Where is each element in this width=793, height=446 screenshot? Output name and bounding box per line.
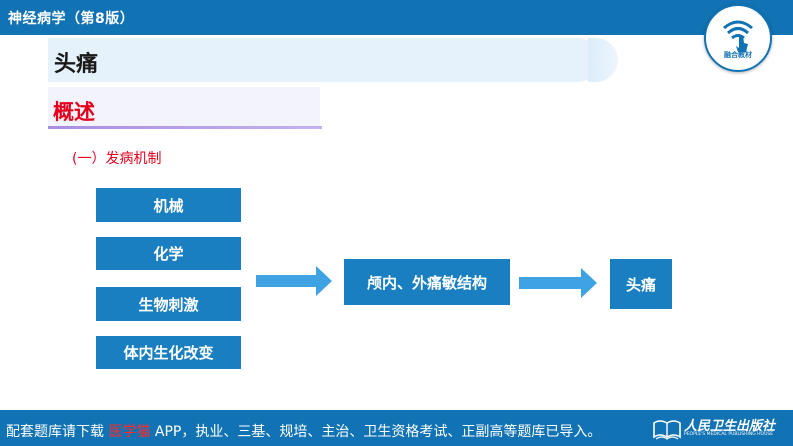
- cause-box-biochemical: 体内生化改变: [96, 336, 241, 369]
- open-book-icon: [653, 420, 681, 440]
- cause-box-mechanical: 机械: [96, 188, 241, 222]
- headache-result-box: 头痛: [610, 259, 672, 309]
- section-underline: [48, 126, 322, 129]
- cause-label: 生物刺激: [138, 295, 199, 314]
- result-label: 头痛: [625, 275, 656, 294]
- section-title: 概述: [53, 100, 95, 124]
- fusion-textbook-badge[interactable]: 融合教材: [704, 4, 772, 72]
- badge-label: 融合教材: [724, 51, 752, 59]
- footer-notice: 配套题库请下载 医学猫 APP，执业、三基、规培、主治、卫生资格考试、正副高等题…: [6, 421, 601, 441]
- footer-text-before: 配套题库请下载: [6, 424, 109, 440]
- cause-box-biological: 生物刺激: [96, 287, 241, 321]
- book-title: 神经病学（第8版）: [8, 11, 135, 27]
- app-name-link[interactable]: 医学猫: [108, 424, 151, 440]
- cause-label: 机械: [153, 196, 184, 215]
- cause-box-chemical: 化学: [96, 237, 241, 270]
- cause-label: 化学: [153, 245, 184, 263]
- publisher-logo: 人民卫生出版社 PEOPLE'S MEDICAL PUBLISHING HOUS…: [652, 414, 792, 444]
- publisher-name: 人民卫生出版社: [684, 419, 776, 434]
- structure-label: 颅内、外痛敏结构: [366, 273, 487, 292]
- top-header-bar: [0, 0, 793, 35]
- footer-text-after: APP，执业、三基、规培、主治、卫生资格考试、正副高等题库已导入。: [150, 424, 602, 440]
- cause-label: 体内生化改变: [123, 344, 214, 362]
- pain-sensitive-structure-box: 颅内、外痛敏结构: [344, 259, 510, 305]
- subtitle: (一）发病机制: [72, 151, 162, 167]
- right-arrow-icon: [256, 266, 332, 296]
- hand-wifi-icon: [723, 20, 753, 52]
- right-arrow-icon: [519, 268, 597, 298]
- heading-band: [48, 38, 618, 82]
- footer-bar: [0, 410, 793, 446]
- section-band: [48, 87, 320, 127]
- slide-heading: 头痛: [54, 52, 99, 77]
- publisher-english-name: PEOPLE'S MEDICAL PUBLISHING HOUSE: [684, 432, 774, 437]
